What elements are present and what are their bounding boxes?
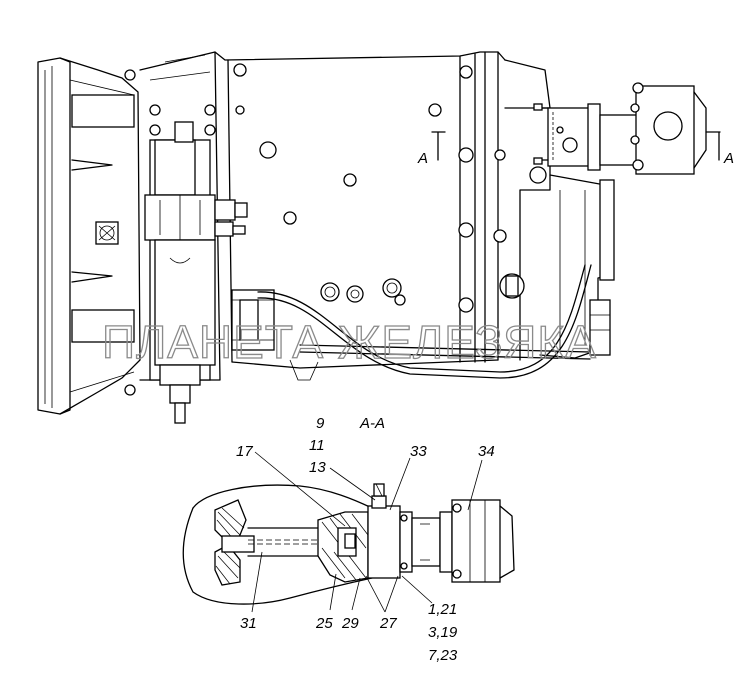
callout-34: 34 <box>478 443 495 460</box>
rear-housing <box>499 107 615 361</box>
gear-hatched <box>214 499 255 586</box>
section-marker-left: А <box>417 131 446 167</box>
callout-11: 11 <box>309 437 325 454</box>
callout-13: 13 <box>309 459 326 476</box>
callout-29: 29 <box>341 615 359 632</box>
housing-hatched <box>317 511 369 583</box>
callout-3-19: 3,19 <box>428 624 458 641</box>
callout-17: 17 <box>236 443 253 460</box>
bell-housing <box>37 57 141 415</box>
callout-25: 25 <box>315 615 333 632</box>
air-pipe <box>257 264 592 379</box>
callout-7-23: 7,23 <box>428 647 458 664</box>
pneumatic-actuator-section <box>399 499 515 583</box>
shift-mechanism <box>144 121 275 424</box>
section-marker-left-label: А <box>417 150 428 167</box>
section-title: А-А <box>359 415 385 432</box>
gearbox-housing <box>139 51 551 381</box>
section-marker-right: А <box>705 131 734 167</box>
gearbox-main-view: А А ПЛАНЕТА ЖЕЛЕЗЯКА <box>37 51 734 424</box>
callout-31: 31 <box>240 615 257 632</box>
callout-27: 27 <box>379 615 397 632</box>
section-aa-view: 9 11 13 17 33 34 31 25 29 27 1,21 3,19 7… <box>182 415 515 664</box>
callout-1-21: 1,21 <box>428 601 457 618</box>
watermark-text: ПЛАНЕТА ЖЕЛЕЗЯКА <box>102 316 597 368</box>
pneumatic-actuator-top <box>533 82 707 175</box>
leader-lines <box>251 451 483 613</box>
section-marker-right-label: А <box>723 150 734 167</box>
callout-9: 9 <box>316 415 325 432</box>
callout-33: 33 <box>410 443 427 460</box>
